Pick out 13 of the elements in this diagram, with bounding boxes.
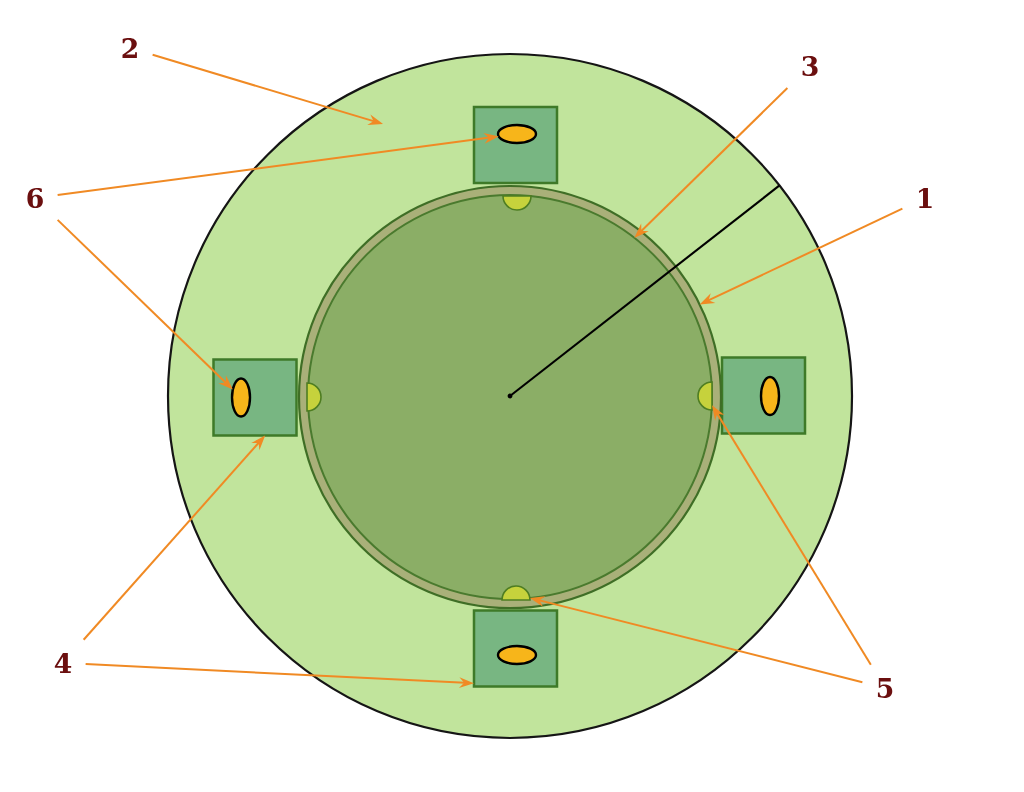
bump bbox=[502, 195, 532, 211]
oval bbox=[496, 644, 538, 666]
callout-number: 2 bbox=[122, 38, 137, 58]
oval bbox=[230, 377, 252, 418]
oval bbox=[759, 375, 781, 417]
oval bbox=[496, 123, 538, 145]
callout-number: 1 bbox=[919, 188, 932, 208]
square-block bbox=[720, 356, 807, 435]
callout-number: 5 bbox=[877, 678, 893, 698]
callout-number: 3 bbox=[802, 55, 818, 77]
callout-number: 6 bbox=[27, 187, 43, 209]
square-block bbox=[472, 609, 559, 688]
callout-number: 4 bbox=[54, 653, 72, 673]
